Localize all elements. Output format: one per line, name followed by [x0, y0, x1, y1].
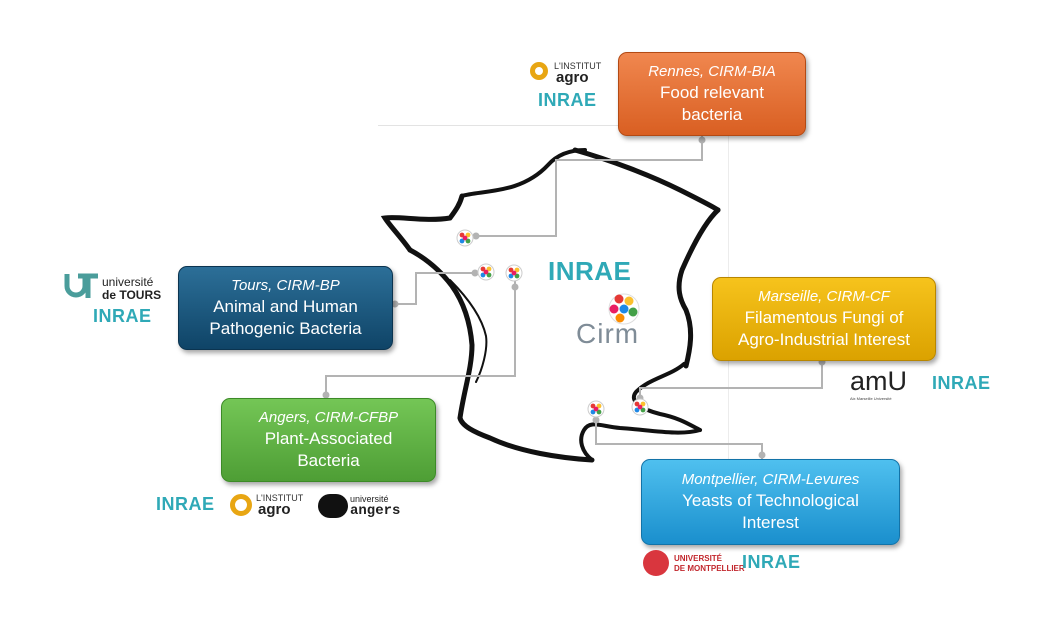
collection-label: Pathogenic Bacteria: [209, 318, 362, 338]
connector-rennes: [468, 134, 703, 237]
cirm-dots-icon: [477, 263, 495, 281]
site-markers: [456, 229, 649, 418]
center-box-montpellier: Montpellier, CIRM-Levures Yeasts of Tech…: [641, 459, 900, 545]
center-box-rennes: Rennes, CIRM-BIA Food relevant bacteria: [618, 52, 806, 136]
angers-logo-icon: [318, 494, 348, 518]
agro-small-label: L'INSTITUT: [256, 493, 304, 503]
angers-city-label: angers: [350, 503, 401, 519]
site-label: Montpellier, CIRM-Levures: [681, 471, 860, 489]
cirm-dots-icon: [631, 398, 649, 416]
connector-tours: [391, 272, 484, 305]
collection-label: Agro-Industrial Interest: [738, 329, 910, 349]
angers-inrae-logo: INRAE: [156, 494, 215, 514]
amu-subtitle: Aix Marseille Université: [850, 396, 892, 401]
cirm-dots-icon: [505, 264, 523, 282]
collection-label: Plant-Associated: [264, 428, 393, 448]
tours-univ-label: université: [102, 275, 154, 289]
angers-univ-label: université: [350, 494, 389, 504]
agro-small-label: L'INSTITUT: [554, 61, 602, 71]
agro-label: agro: [258, 501, 291, 518]
site-label: Marseille, CIRM-CF: [758, 288, 890, 306]
center-inrae-logo: INRAE: [548, 256, 632, 286]
montpellier-univ-label: UNIVERSITÉ: [674, 554, 723, 563]
cirm-dots-icon: [587, 400, 605, 418]
site-label: Tours, CIRM-BP: [231, 277, 340, 295]
site-label: Rennes, CIRM-BIA: [648, 63, 776, 81]
center-box-tours: Tours, CIRM-BP Animal and Human Pathogen…: [178, 266, 393, 350]
amu-logo: amU: [850, 366, 908, 396]
rennes-inrae-logo: INRAE: [538, 90, 597, 110]
center-box-marseille: Marseille, CIRM-CF Filamentous Fungi of …: [712, 277, 936, 361]
cirm-logo-icon: [608, 293, 640, 325]
agro-logo-icon: [530, 62, 548, 80]
connector-angers: [325, 275, 516, 398]
france-outline: [380, 147, 721, 463]
montpellier-logo-icon: [643, 550, 669, 576]
site-label: Angers, CIRM-CFBP: [258, 409, 399, 427]
collection-label: Animal and Human: [213, 296, 358, 316]
collection-label: Yeasts of Technological: [682, 490, 859, 510]
center-box-angers: Angers, CIRM-CFBP Plant-Associated Bacte…: [221, 398, 436, 482]
tours-city-label: de TOURS: [102, 288, 162, 302]
tours-logo-icon: [64, 273, 98, 298]
montpellier-city-label: DE MONTPELLIER: [674, 564, 745, 573]
collection-label: Interest: [742, 512, 799, 532]
agro-label: agro: [556, 69, 589, 86]
tours-inrae-logo: INRAE: [93, 306, 152, 326]
montpellier-inrae-logo: INRAE: [742, 552, 801, 572]
collection-label: Food relevant: [660, 82, 764, 102]
cirm-dots-icon: [456, 229, 474, 247]
marseille-inrae-logo: INRAE: [932, 373, 991, 393]
collection-label: bacteria: [681, 104, 743, 124]
connector-marseille: [639, 359, 823, 404]
center-cirm-logo: Cirm: [576, 318, 640, 349]
collection-label: Filamentous Fungi of: [744, 307, 904, 327]
collection-label: Bacteria: [297, 450, 360, 470]
agro-logo-icon: [230, 494, 252, 516]
